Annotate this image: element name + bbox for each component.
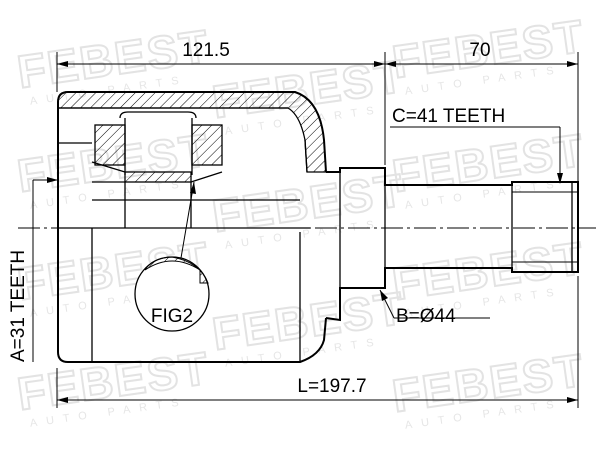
- roller-left: [94, 124, 126, 166]
- diameter-b-label: B=Ø44: [396, 306, 456, 327]
- dimension-housing-length: 121.5: [56, 40, 386, 165]
- shaft-length-label: 70: [469, 40, 490, 61]
- dimension-shaft-length: 70: [385, 40, 579, 190]
- spider-hub: [124, 171, 192, 183]
- watermark-layer: FEBEST AUTO PARTS FEBEST AUTO PARTS FEBE…: [13, 8, 589, 431]
- watermark-5: FEBEST AUTO PARTS: [208, 162, 409, 251]
- spline-c-label: C=41 TEETH: [392, 106, 505, 127]
- dimension-overall-length: L=197.7: [56, 276, 579, 408]
- fig2-label: FIG2: [151, 306, 193, 327]
- output-shaft: [325, 167, 579, 322]
- callout-spline-a: A=31 TEETH: [8, 177, 58, 362]
- housing-length-label: 121.5: [182, 40, 230, 61]
- callout-spline-c: C=41 TEETH: [390, 106, 563, 184]
- callout-diameter-b: B=Ø44: [379, 289, 490, 327]
- callout-fig2: FIG2: [134, 181, 210, 332]
- overall-length-label: L=197.7: [297, 376, 366, 397]
- housing: [57, 91, 327, 363]
- watermark-6: FEBEST AUTO PARTS: [388, 122, 589, 211]
- roller-right: [191, 124, 223, 166]
- watermark-10: FEBEST AUTO PARTS: [13, 340, 214, 429]
- spline-a-label: A=31 TEETH: [8, 250, 29, 362]
- watermark-11: FEBEST AUTO PARTS: [388, 342, 589, 431]
